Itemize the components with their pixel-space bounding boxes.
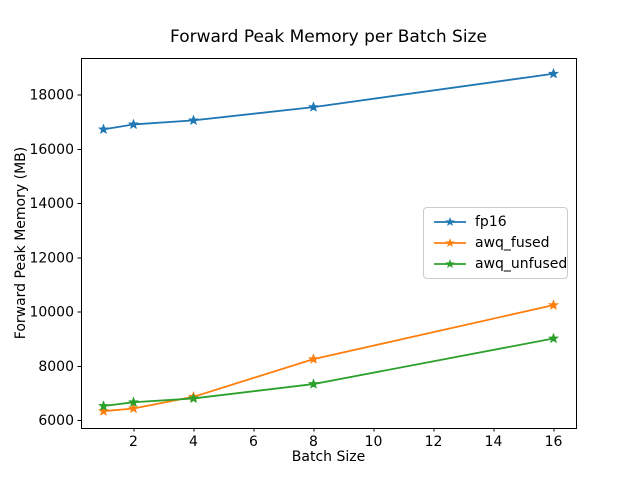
marker-star-fp16 bbox=[308, 101, 319, 112]
legend-label: awq_fused bbox=[475, 235, 550, 251]
legend-marker-star bbox=[445, 258, 455, 268]
x-tick-label: 14 bbox=[485, 434, 503, 450]
y-tick-label: 14000 bbox=[29, 196, 74, 212]
legend-label: fp16 bbox=[475, 214, 507, 231]
marker-star-fp16 bbox=[548, 68, 559, 79]
marker-star-fp16 bbox=[188, 115, 199, 125]
y-tick-label: 16000 bbox=[29, 142, 74, 158]
marker-star-awq_unfused bbox=[128, 396, 139, 407]
y-tick-label: 10000 bbox=[29, 305, 74, 321]
x-tick-label: 8 bbox=[309, 434, 318, 450]
marker-star-fp16 bbox=[128, 119, 139, 129]
legend-item-awq_unfused: awq_unfused bbox=[433, 253, 567, 274]
x-tick-label: 6 bbox=[249, 434, 258, 450]
y-tick-label: 6000 bbox=[38, 413, 74, 429]
x-tick-label: 2 bbox=[129, 434, 138, 450]
y-tick-label: 12000 bbox=[29, 250, 74, 266]
marker-star-awq_fused bbox=[128, 403, 139, 413]
legend-item-fp16: fp16 bbox=[433, 212, 567, 233]
chart-legend: fp16 awq_fused awq_unfused bbox=[423, 207, 568, 279]
marker-star-awq_fused bbox=[548, 299, 559, 310]
legend-item-awq_fused: awq_fused bbox=[433, 233, 567, 254]
legend-line-sample-awq_unfused bbox=[434, 258, 466, 268]
series-line-fp16 bbox=[102, 72, 555, 131]
x-tick-label: 4 bbox=[189, 434, 198, 450]
legend-line-sample-fp16 bbox=[434, 217, 466, 227]
series-line-awq_unfused bbox=[102, 337, 555, 407]
series-line-awq_fused bbox=[102, 304, 555, 413]
x-tick-label: 10 bbox=[365, 434, 383, 450]
marker-star-awq_fused bbox=[98, 405, 109, 416]
y-tick-label: 8000 bbox=[38, 359, 74, 375]
marker-star-awq_fused bbox=[308, 353, 319, 364]
marker-star-awq_unfused bbox=[98, 400, 109, 411]
marker-star-awq_unfused bbox=[548, 333, 559, 343]
x-tick-label: 12 bbox=[425, 434, 443, 450]
legend-label: awq_unfused bbox=[475, 255, 568, 272]
x-tick-label: 16 bbox=[545, 434, 563, 450]
chart-title: Forward Peak Memory per Batch Size bbox=[170, 27, 487, 47]
axes-spines bbox=[81, 58, 577, 429]
marker-star-awq_unfused bbox=[188, 393, 199, 403]
marker-star-awq_unfused bbox=[308, 378, 319, 389]
legend-marker-star bbox=[445, 217, 455, 227]
legend-line-sample-awq_fused bbox=[434, 238, 466, 248]
x-axis-label: Batch Size bbox=[291, 449, 366, 465]
legend-marker-star bbox=[445, 238, 455, 248]
marker-star-fp16 bbox=[98, 123, 109, 134]
y-tick-label: 18000 bbox=[29, 88, 74, 104]
